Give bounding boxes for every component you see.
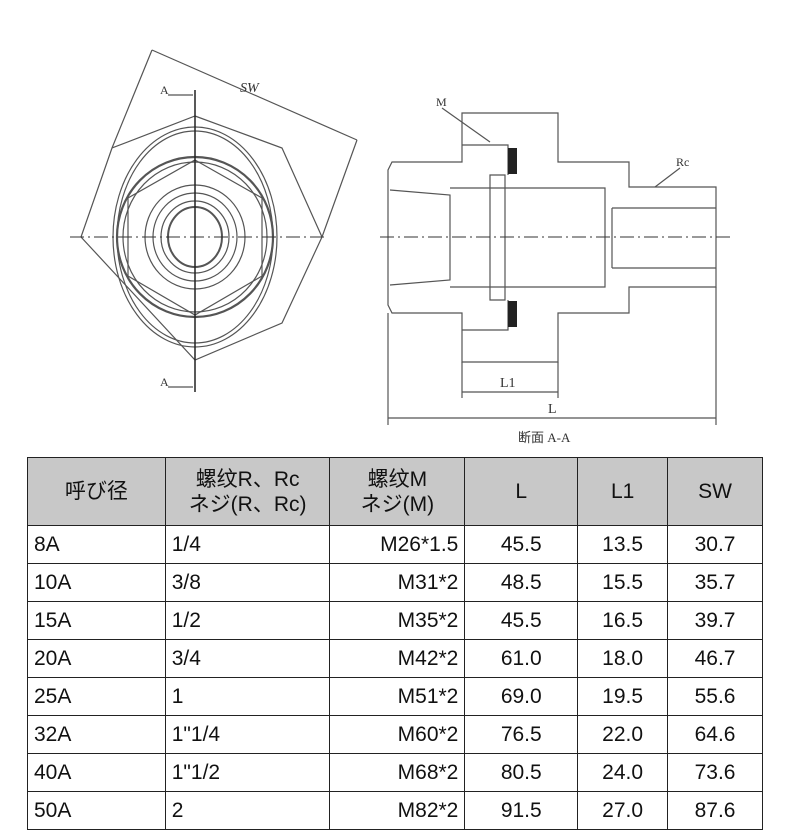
section-label: 断面 A-A (518, 430, 571, 445)
m-label: M (436, 95, 447, 109)
cell-l: 45.5 (464, 525, 579, 564)
section-view: M Rc L1 L 断面 A-A (380, 95, 730, 445)
cell-thread-r-rc: 1/4 (164, 525, 331, 564)
cell-sw: 39.7 (667, 601, 763, 640)
cell-sw: 87.6 (667, 791, 763, 830)
cell-l1: 13.5 (577, 525, 669, 564)
cell-nominal-size: 25A (27, 677, 166, 716)
cell-thread-m: M35*2 (329, 601, 466, 640)
cell-nominal-size: 20A (27, 639, 166, 678)
cell-l1: 16.5 (577, 601, 669, 640)
l1-label: L1 (500, 376, 516, 391)
cell-sw: 30.7 (667, 525, 763, 564)
cell-nominal-size: 10A (27, 563, 166, 602)
cell-thread-m: M68*2 (329, 753, 466, 792)
cell-thread-r-rc: 2 (164, 791, 331, 830)
header-l: L (464, 457, 579, 526)
cell-thread-r-rc: 1/2 (164, 601, 331, 640)
cell-thread-r-rc: 1"1/4 (164, 715, 331, 754)
cell-thread-m: M51*2 (329, 677, 466, 716)
cell-l: 48.5 (464, 563, 579, 602)
cell-nominal-size: 50A (27, 791, 166, 830)
rc-label: Rc (676, 155, 689, 169)
cell-l: 91.5 (464, 791, 579, 830)
cell-thread-r-rc: 1"1/2 (164, 753, 331, 792)
cell-l: 45.5 (464, 601, 579, 640)
cell-l1: 19.5 (577, 677, 669, 716)
cell-l: 80.5 (464, 753, 579, 792)
header-sw: SW (667, 457, 763, 526)
cell-l: 61.0 (464, 639, 579, 678)
cell-sw: 64.6 (667, 715, 763, 754)
header-l1: L1 (577, 457, 669, 526)
cell-nominal-size: 15A (27, 601, 166, 640)
header-nominal-size: 呼び径 (27, 457, 166, 526)
sw-label: SW (240, 81, 260, 96)
cell-sw: 55.6 (667, 677, 763, 716)
cell-thread-r-rc: 1 (164, 677, 331, 716)
cell-l1: 22.0 (577, 715, 669, 754)
front-view: SW A A (70, 49, 358, 392)
cell-thread-m: M60*2 (329, 715, 466, 754)
section-a-top-label: A (160, 83, 169, 97)
l-label: L (548, 402, 557, 417)
cell-thread-r-rc: 3/4 (164, 639, 331, 678)
cell-sw: 73.6 (667, 753, 763, 792)
cell-nominal-size: 8A (27, 525, 166, 564)
cell-thread-m: M31*2 (329, 563, 466, 602)
cell-nominal-size: 40A (27, 753, 166, 792)
cell-thread-m: M42*2 (329, 639, 466, 678)
cell-l: 69.0 (464, 677, 579, 716)
cell-l1: 18.0 (577, 639, 669, 678)
cell-thread-r-rc: 3/8 (164, 563, 331, 602)
cell-l: 76.5 (464, 715, 579, 754)
cell-nominal-size: 32A (27, 715, 166, 754)
cell-sw: 46.7 (667, 639, 763, 678)
cell-l1: 24.0 (577, 753, 669, 792)
cell-thread-m: M82*2 (329, 791, 466, 830)
cell-l1: 15.5 (577, 563, 669, 602)
technical-drawing: SW A A M Rc L1 L 断面 A-A (70, 49, 730, 445)
cell-sw: 35.7 (667, 563, 763, 602)
cell-l1: 27.0 (577, 791, 669, 830)
section-a-bottom-label: A (160, 375, 169, 389)
cell-thread-m: M26*1.5 (329, 525, 466, 564)
